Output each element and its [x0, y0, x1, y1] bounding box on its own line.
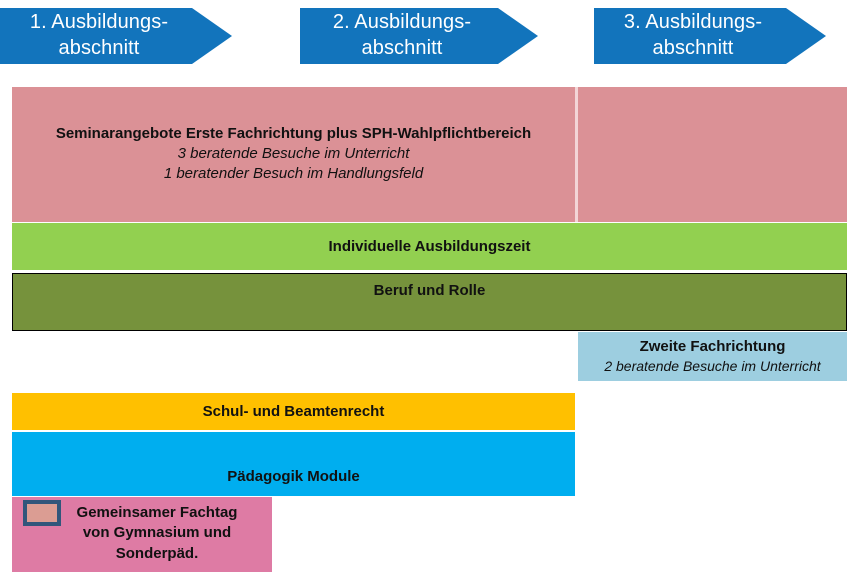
band-profession-and-role[interactable]: Beruf und Rolle [12, 273, 847, 331]
band-fachtag-heading: Gemeinsamer Fachtag von Gymnasium und So… [76, 504, 238, 562]
seminar-band-divider [575, 87, 578, 222]
phase-arrow-2[interactable]: 2. Ausbildungs- abschnitt [300, 8, 538, 64]
band-second-subject[interactable]: Zweite Fachrichtung 2 beratende Besuche … [578, 332, 847, 381]
band-seminar-offers[interactable]: Seminarangebote Erste Fachrichtung plus … [12, 87, 575, 222]
phase-arrow-1-label: 1. Ausbildungs- abschnitt [29, 11, 169, 59]
band-second-subject-heading: Zweite Fachrichtung [639, 338, 786, 356]
band-role-heading: Beruf und Rolle [373, 282, 486, 300]
band-joint-specialist-day[interactable]: Gemeinsamer Fachtag von Gymnasium und So… [12, 497, 272, 572]
phase-arrow-2-label: 2. Ausbildungs- abschnitt [332, 11, 472, 59]
band-school-and-civil-service-law[interactable]: Schul- und Beamtenrecht [12, 393, 575, 430]
band-individual-heading: Individuelle Ausbildungszeit [328, 237, 531, 255]
band-law-heading: Schul- und Beamtenrecht [202, 402, 385, 420]
band-pedagogy-modules[interactable]: Pädagogik Module [12, 432, 575, 496]
colour-key-swatch-icon [23, 500, 61, 526]
band-seminar-heading: Seminarangebote Erste Fachrichtung plus … [55, 125, 532, 143]
band-seminar-detail-1: 3 beratende Besuche im Unterricht [177, 145, 410, 163]
band-seminar-detail-2: 1 beratender Besuch im Handlungsfeld [163, 165, 424, 183]
phase-arrow-3[interactable]: 3. Ausbildungs- abschnitt [594, 8, 826, 64]
band-individual-training-time[interactable]: Individuelle Ausbildungszeit [12, 223, 847, 270]
band-seminar-offers-phase3[interactable] [578, 87, 847, 222]
band-pedagogy-heading: Pädagogik Module [227, 468, 360, 486]
band-second-subject-detail-1: 2 beratende Besuche im Unterricht [604, 357, 821, 374]
phase-arrow-3-label: 3. Ausbildungs- abschnitt [623, 11, 763, 59]
phase-arrow-1[interactable]: 1. Ausbildungs- abschnitt [0, 8, 232, 64]
